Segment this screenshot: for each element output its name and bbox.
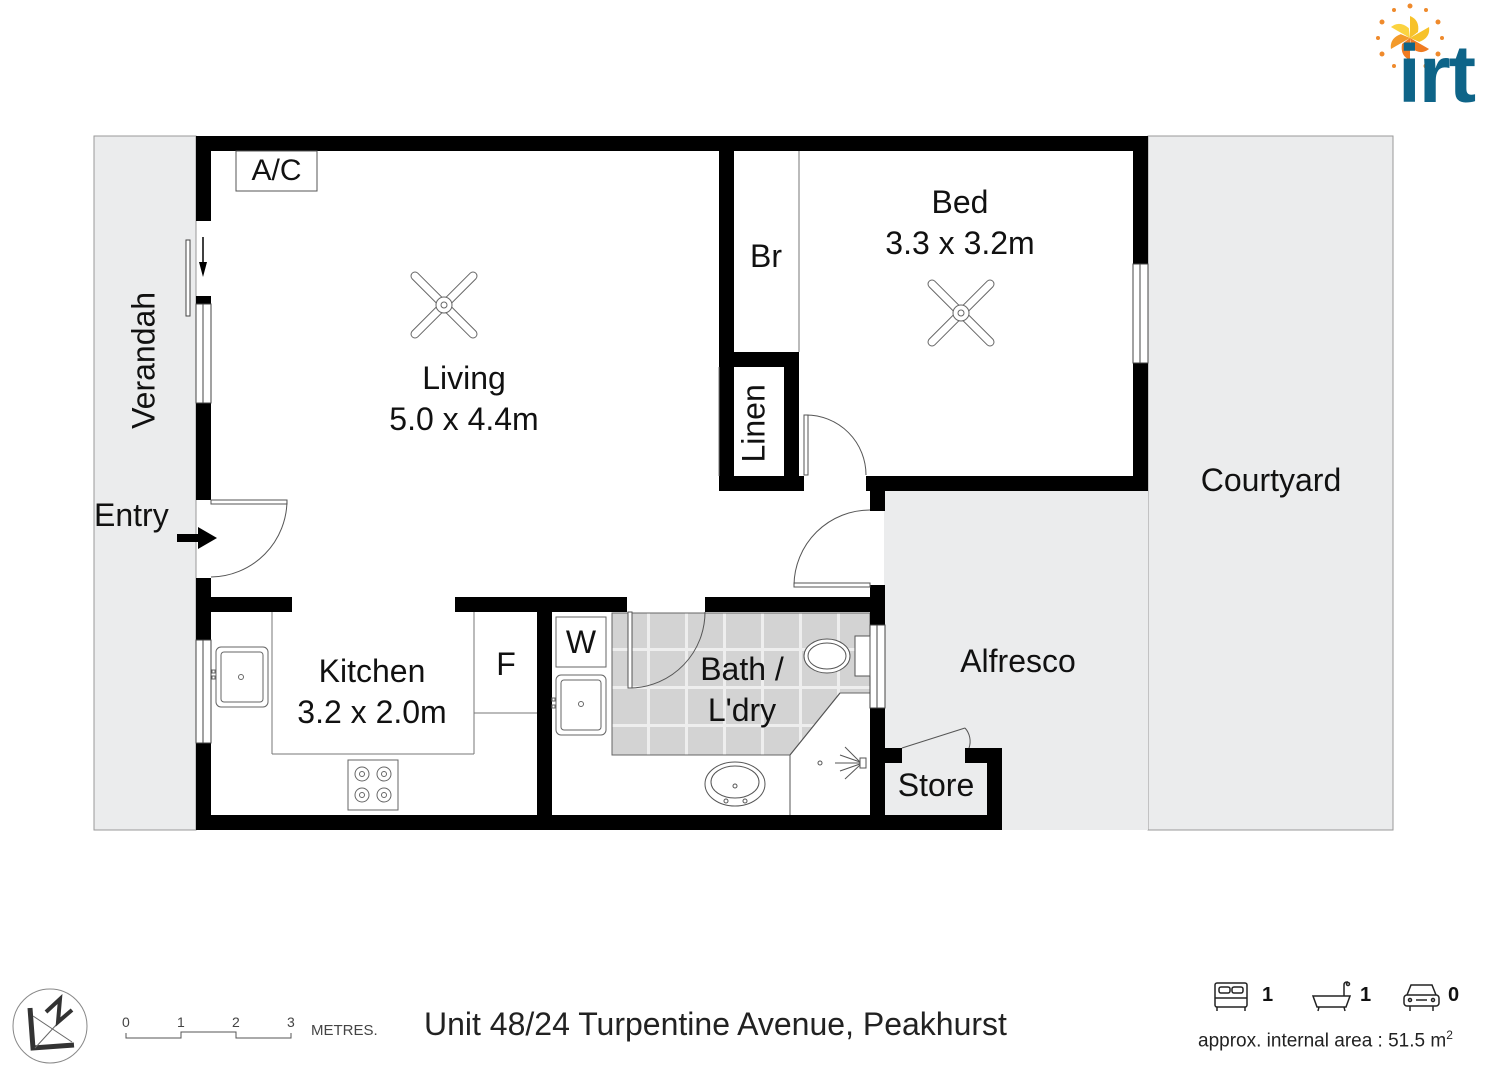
laundry-tub-icon — [551, 674, 607, 736]
washer-box — [555, 616, 607, 668]
kitchen-name: Kitchen — [318, 653, 426, 689]
ceiling-fan-icon — [927, 279, 995, 347]
living-name: Living — [422, 360, 506, 396]
scale-tick-0: 0 — [122, 1014, 130, 1030]
washer-label: W — [565, 624, 597, 660]
car-space-count: 0 — [1448, 984, 1460, 1006]
kitchen-label: Kitchen 3.2 x 2.0m — [272, 653, 472, 731]
br-label: Br — [750, 238, 782, 274]
scale-tick-3: 3 — [287, 1014, 295, 1030]
living-label: Living 5.0 x 4.4m — [364, 360, 564, 438]
internal-area: approx. internal area : 51.5 m2 — [1198, 1028, 1453, 1052]
bathtub-icon — [1311, 981, 1352, 1012]
area-unit-superscript: 2 — [1446, 1028, 1453, 1042]
car-icon — [1403, 984, 1440, 1011]
alfresco-label: Alfresco — [960, 643, 1076, 679]
ac-label: A/C — [251, 154, 302, 187]
basin-icon — [704, 761, 766, 807]
kitchen-sink-icon — [211, 646, 269, 708]
shower-icon — [789, 692, 867, 815]
scale-tick-1: 1 — [177, 1014, 185, 1030]
linen-label: Linen — [735, 384, 772, 463]
irt-logo-text: irt — [1398, 29, 1476, 120]
courtyard-area — [1147, 135, 1394, 831]
bed-icon — [1214, 982, 1248, 1011]
toilet-icon — [803, 635, 871, 677]
bed-dims: 3.3 x 3.2m — [885, 224, 1035, 261]
slide-arrow-icon — [199, 237, 207, 277]
bed-door — [803, 414, 867, 476]
verandah-area — [93, 135, 197, 831]
property-address: Unit 48/24 Turpentine Avenue, Peakhurst — [424, 1006, 1007, 1042]
bath-label: Bath / L'dry — [672, 651, 812, 729]
irt-sun-logo-icon — [1376, 3, 1444, 72]
ac-unit — [235, 150, 318, 192]
fridge-label: F — [496, 646, 516, 682]
bath-door — [627, 611, 706, 689]
bathroom-count: 1 — [1360, 984, 1372, 1006]
windows — [195, 263, 1149, 744]
laundry-name: L'dry — [707, 691, 777, 728]
entry-label: Entry — [94, 497, 169, 533]
entry-arrow-icon — [177, 527, 217, 549]
scale-bar — [125, 1031, 292, 1039]
store-label: Store — [897, 767, 975, 803]
store-door — [901, 727, 971, 749]
bed-label: Bed 3.3 x 3.2m — [860, 184, 1060, 262]
bath-name: Bath / — [700, 651, 784, 687]
entry-door — [210, 499, 288, 578]
north-arrow-icon — [12, 988, 88, 1064]
bedroom-count: 1 — [1262, 984, 1274, 1006]
area-text: approx. internal area : 51.5 m — [1198, 1030, 1447, 1052]
sliding-door — [185, 239, 191, 317]
kitchen-dims: 3.2 x 2.0m — [297, 693, 447, 730]
scale-tick-2: 2 — [232, 1014, 240, 1030]
cooktop-icon — [347, 759, 399, 811]
walls — [196, 136, 1148, 830]
alfresco-area — [884, 490, 1148, 830]
alfresco-door — [793, 509, 871, 588]
verandah-label: Verandah — [125, 291, 162, 429]
scale-unit: METRES. — [311, 1022, 378, 1039]
courtyard-label: Courtyard — [1200, 462, 1342, 498]
ceiling-fan-icon — [410, 271, 478, 339]
kitchen-bench — [271, 612, 537, 755]
living-dims: 5.0 x 4.4m — [389, 400, 539, 437]
bed-name: Bed — [931, 184, 989, 220]
